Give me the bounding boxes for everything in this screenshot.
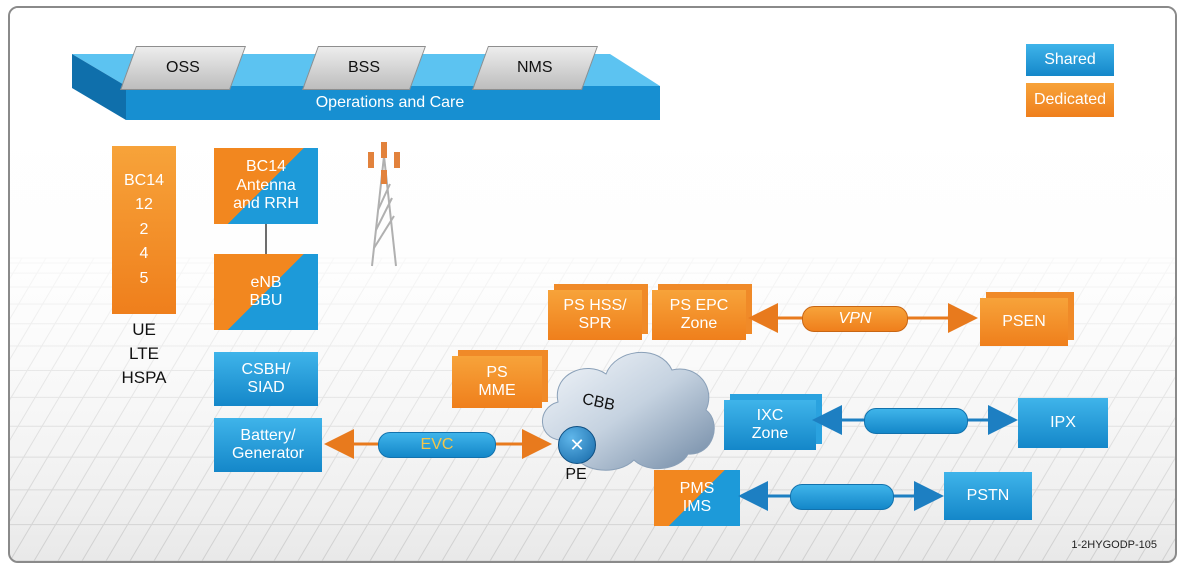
pe-label: PE (565, 466, 587, 483)
band-4: 4 (139, 245, 149, 263)
pms-ims-label: PMS IMS (679, 479, 715, 515)
evc-label: EVC (420, 436, 454, 453)
vpn-pipe: VPN (802, 306, 908, 332)
pms-pstn-pipe (790, 484, 894, 510)
diagram-frame: OSS BSS NMS Operations and Care Shared D… (8, 6, 1177, 563)
pstn-label: PSTN (966, 486, 1010, 504)
figure-id: 1-2HYGODP-105 (1071, 539, 1157, 551)
ue-label-ue: UE (132, 320, 156, 339)
ixc-zone-box: IXC Zone (724, 400, 816, 450)
evc-pipe: EVC (378, 432, 496, 458)
csbh-siad-box: CSBH/ SIAD (214, 352, 318, 406)
ps-epc-zone-label: PS EPC Zone (669, 296, 729, 332)
csbh-siad-label: CSBH/ SIAD (241, 360, 291, 396)
psen-box: PSEN (980, 298, 1068, 346)
pms-ims-box: PMS IMS (654, 470, 740, 526)
ue-band-column: BC14 12 2 4 5 (112, 146, 176, 314)
ixc-zone-label: IXC Zone (751, 406, 789, 442)
band-12: 12 (135, 196, 153, 214)
battery-generator-box: Battery/ Generator (214, 418, 322, 472)
cell-tower-icon (368, 142, 400, 267)
ps-hss-spr-label: PS HSS/ SPR (563, 296, 627, 332)
ps-mme-label: PS MME (478, 363, 516, 399)
antenna-rrh-label: BC14 Antenna and RRH (233, 158, 299, 213)
legend-dedicated: Dedicated (1026, 83, 1114, 117)
antenna-enb-connector (265, 224, 267, 254)
ipx-box: IPX (1018, 398, 1108, 448)
vpn-label: VPN (838, 310, 872, 327)
battery-generator-label: Battery/ Generator (231, 426, 305, 462)
ixc-ipx-pipe (864, 408, 968, 434)
band-5: 5 (139, 269, 149, 287)
legend-shared: Shared (1026, 44, 1114, 76)
ue-label-lte: LTE (129, 344, 159, 363)
band-bc14: BC14 (123, 172, 165, 190)
ps-mme-box: PS MME (452, 356, 542, 408)
operations-label: Operations and Care (315, 94, 465, 111)
ps-epc-zone-box: PS EPC Zone (652, 290, 746, 340)
pstn-box: PSTN (944, 472, 1032, 520)
band-2: 2 (139, 220, 149, 238)
antenna-rrh-box: BC14 Antenna and RRH (214, 148, 318, 224)
ps-hss-spr-box: PS HSS/ SPR (548, 290, 642, 340)
psen-label: PSEN (1002, 312, 1046, 330)
enb-bbu-box: eNB BBU (214, 254, 318, 330)
ipx-label: IPX (1050, 413, 1076, 431)
ue-label-hspa: HSPA (121, 368, 167, 387)
pe-router-icon: ✕ (558, 426, 596, 464)
enb-bbu-label: eNB BBU (249, 273, 283, 309)
